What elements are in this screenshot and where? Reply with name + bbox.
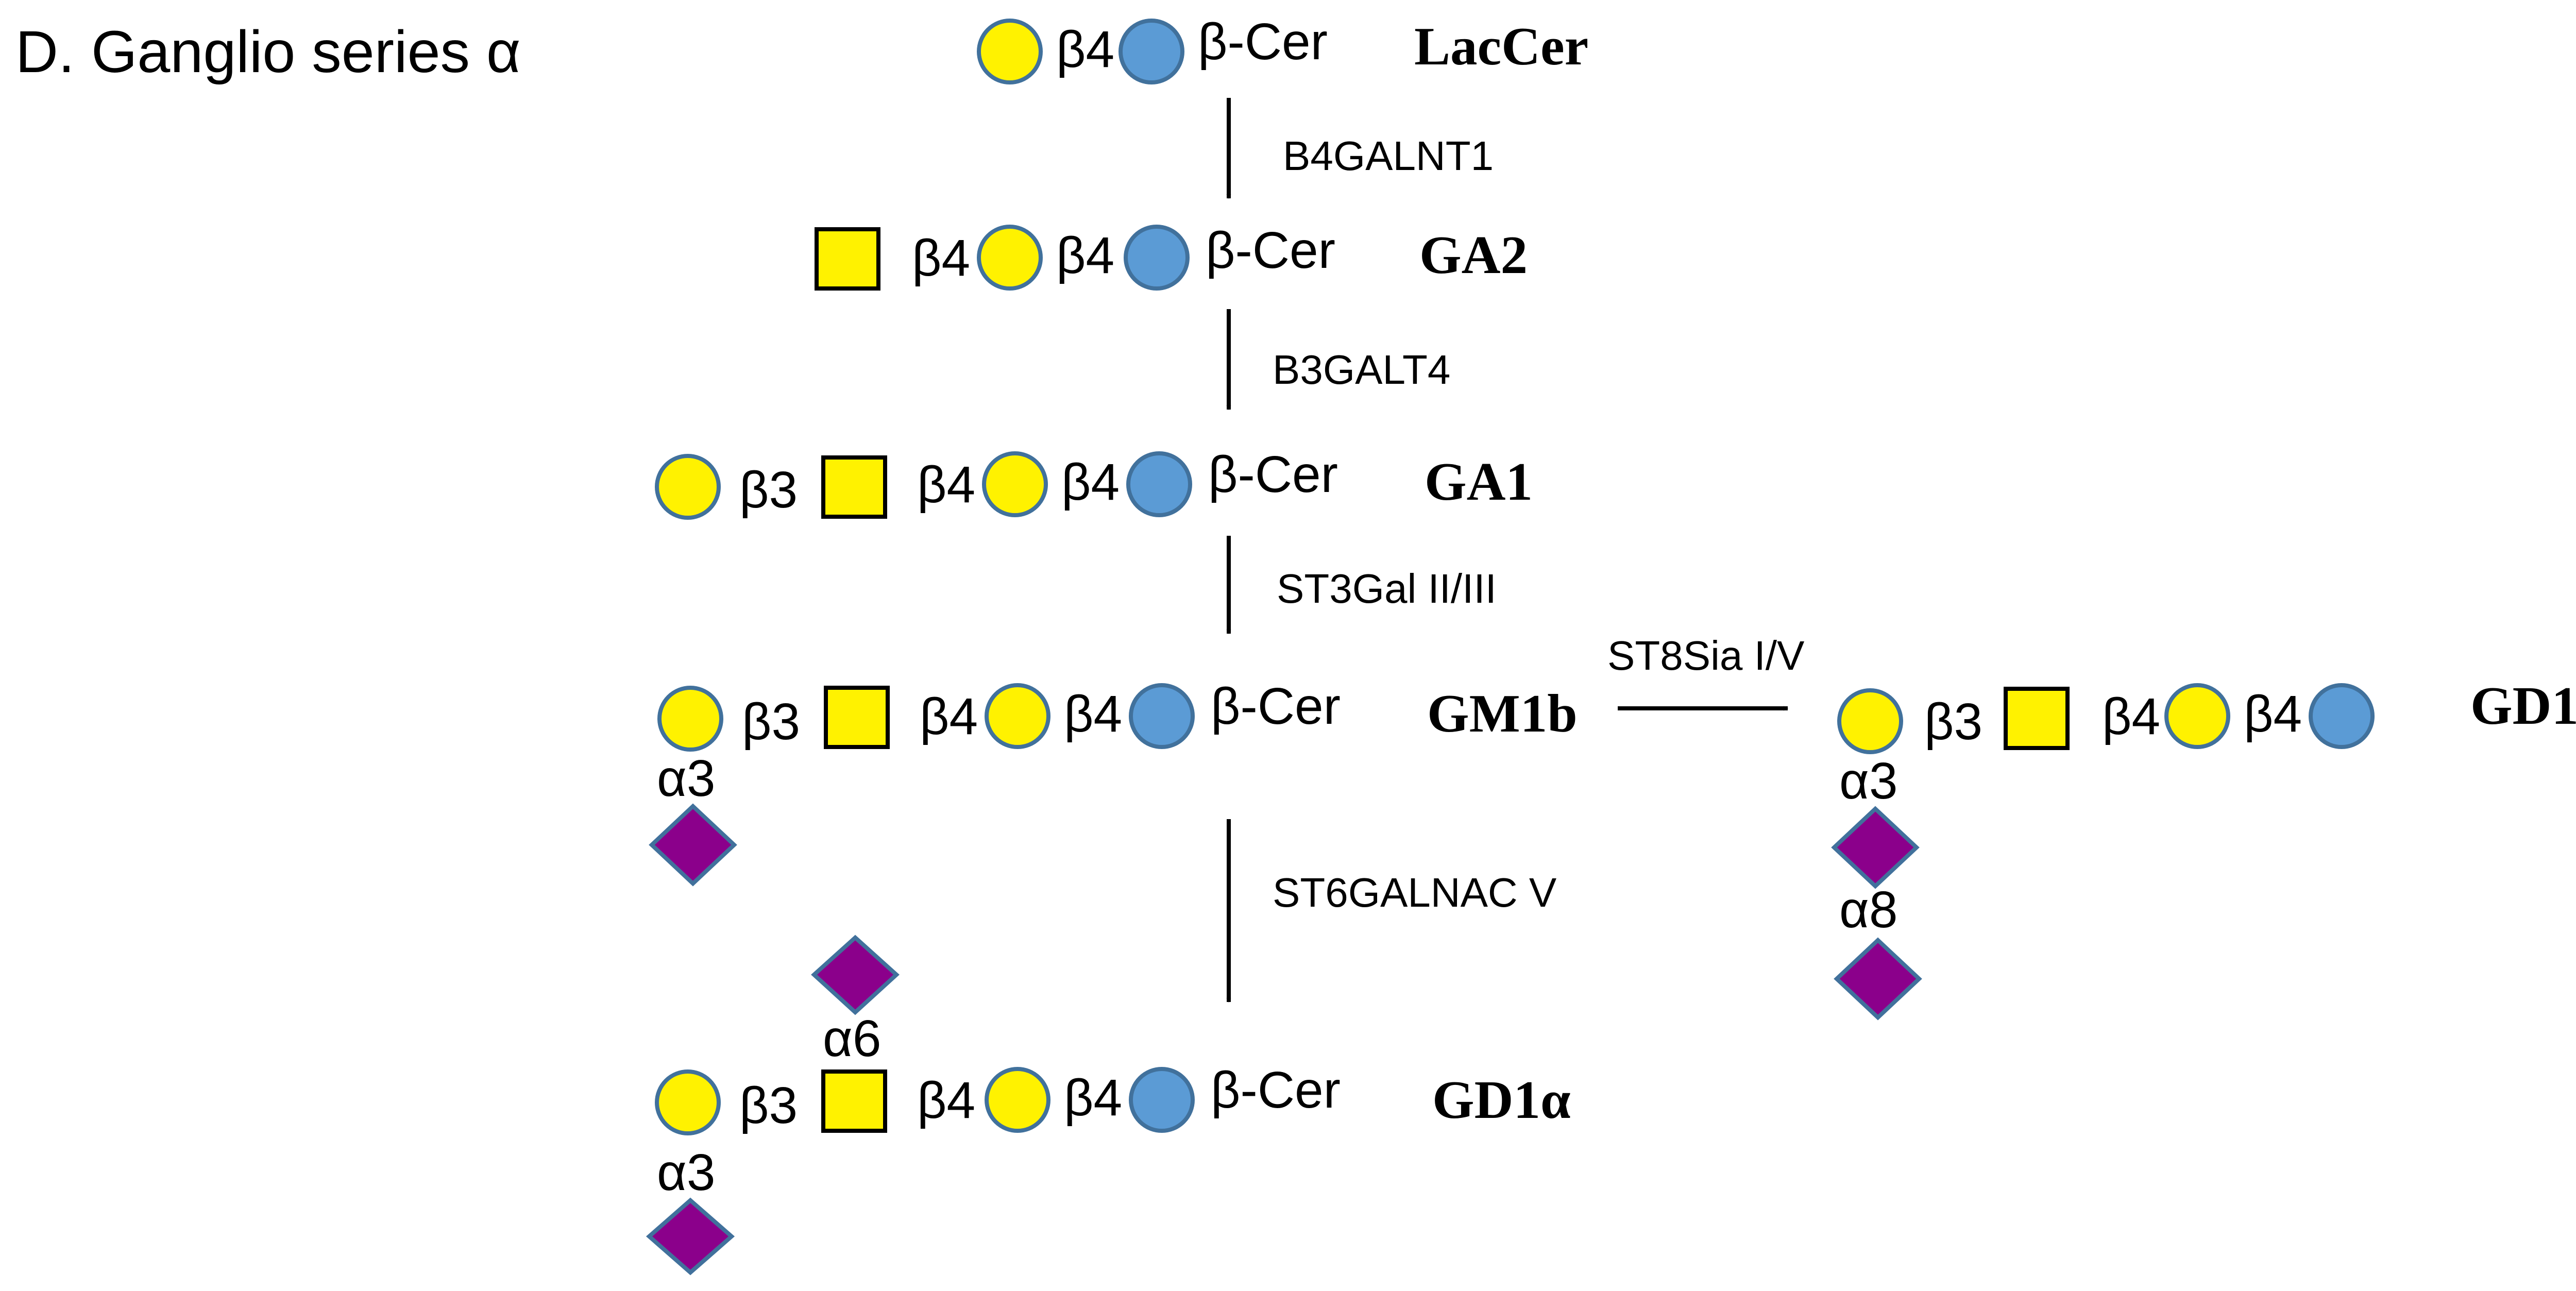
gd1c-structure: β3 β4 β4 GD1c α3 α8 <box>1831 675 2576 1021</box>
linkage-label: β4 <box>2244 685 2302 743</box>
linkage-label: β4 <box>920 688 978 745</box>
galactose-circle <box>982 451 1048 517</box>
linkage-label: α3 <box>657 750 715 807</box>
galactose-circle <box>655 1069 721 1135</box>
galnac-square <box>824 686 890 749</box>
galnac-square <box>815 227 880 291</box>
linkage-label: β4 <box>912 229 970 287</box>
galactose-circle <box>657 686 723 752</box>
galactose-circle <box>2164 683 2230 749</box>
linkage-label: β4 <box>917 456 975 514</box>
galnac-square <box>821 1069 887 1133</box>
enzyme-label: B3GALT4 <box>1273 347 1450 393</box>
linkage-label: α3 <box>1839 752 1897 810</box>
structure-name: GD1c <box>2470 675 2576 736</box>
linkage-label: β4 <box>1056 227 1114 284</box>
sialic-acid-diamond <box>811 935 900 1015</box>
linkage-label: α6 <box>823 1010 881 1067</box>
ceramide-label: β-Cer <box>1198 13 1328 71</box>
ceramide-label: β-Cer <box>1208 446 1338 503</box>
glucose-circle <box>1118 19 1184 84</box>
linkage-label: β4 <box>917 1072 975 1129</box>
linkage-label: β3 <box>742 693 800 751</box>
linkage-label: α3 <box>657 1144 715 1201</box>
linkage-label: β4 <box>2102 688 2160 745</box>
enzyme-label: ST8Sia I/V <box>1607 633 1805 678</box>
enzyme-label: B4GALNT1 <box>1283 133 1494 179</box>
sialic-acid-diamond <box>646 1197 735 1276</box>
laccer-structure: β4 β-Cer LacCer <box>977 13 1588 84</box>
linkage-label: α8 <box>1839 881 1897 939</box>
gd1a-structure: α6 β3 β4 β4 β-Cer GD1α α3 <box>646 935 1571 1276</box>
structure-name: GM1b <box>1427 683 1578 743</box>
glucose-circle <box>1129 683 1195 749</box>
ceramide-label: β-Cer <box>1206 222 1335 279</box>
diagram-title: D. Ganglio series α <box>15 19 520 85</box>
galnac-square <box>821 455 887 519</box>
ga1-structure: β3 β4 β4 β-Cer GA1 <box>655 446 1533 520</box>
glucose-circle <box>1129 1067 1195 1133</box>
enzyme-label: ST3Gal II/III <box>1277 566 1497 611</box>
linkage-label: β4 <box>1064 685 1122 743</box>
galactose-circle <box>977 19 1043 84</box>
sialic-acid-diamond <box>1831 806 1920 889</box>
glucose-circle <box>2309 683 2375 749</box>
structure-name: LacCer <box>1414 16 1588 76</box>
ceramide-label: β-Cer <box>1211 677 1341 735</box>
galactose-circle <box>977 225 1043 291</box>
linkage-label: β3 <box>1924 693 1982 751</box>
linkage-label: β3 <box>739 1077 798 1134</box>
structure-name: GD1α <box>1432 1069 1571 1130</box>
enzyme-label: ST6GALNAC V <box>1273 870 1557 915</box>
galactose-circle <box>985 1067 1050 1133</box>
glucose-circle <box>1126 451 1192 517</box>
sialic-acid-diamond <box>1834 937 1922 1021</box>
sialic-acid-diamond <box>649 803 737 887</box>
linkage-label: β4 <box>1061 453 1120 511</box>
structure-name: GA2 <box>1419 225 1528 285</box>
galactose-circle <box>655 454 721 520</box>
glucose-circle <box>1124 225 1190 291</box>
ga2-structure: β4 β4 β-Cer GA2 <box>815 222 1528 291</box>
structure-name: GA1 <box>1425 451 1533 512</box>
galactose-circle <box>1837 688 1903 754</box>
galactose-circle <box>985 683 1050 749</box>
ceramide-label: β-Cer <box>1211 1061 1341 1119</box>
linkage-label: β4 <box>1064 1069 1122 1127</box>
galnac-square <box>2004 687 2070 750</box>
gm1b-structure: β3 β4 β4 β-Cer GM1b α3 <box>649 677 1578 887</box>
linkage-label: β4 <box>1056 21 1114 78</box>
linkage-label: β3 <box>739 461 798 519</box>
